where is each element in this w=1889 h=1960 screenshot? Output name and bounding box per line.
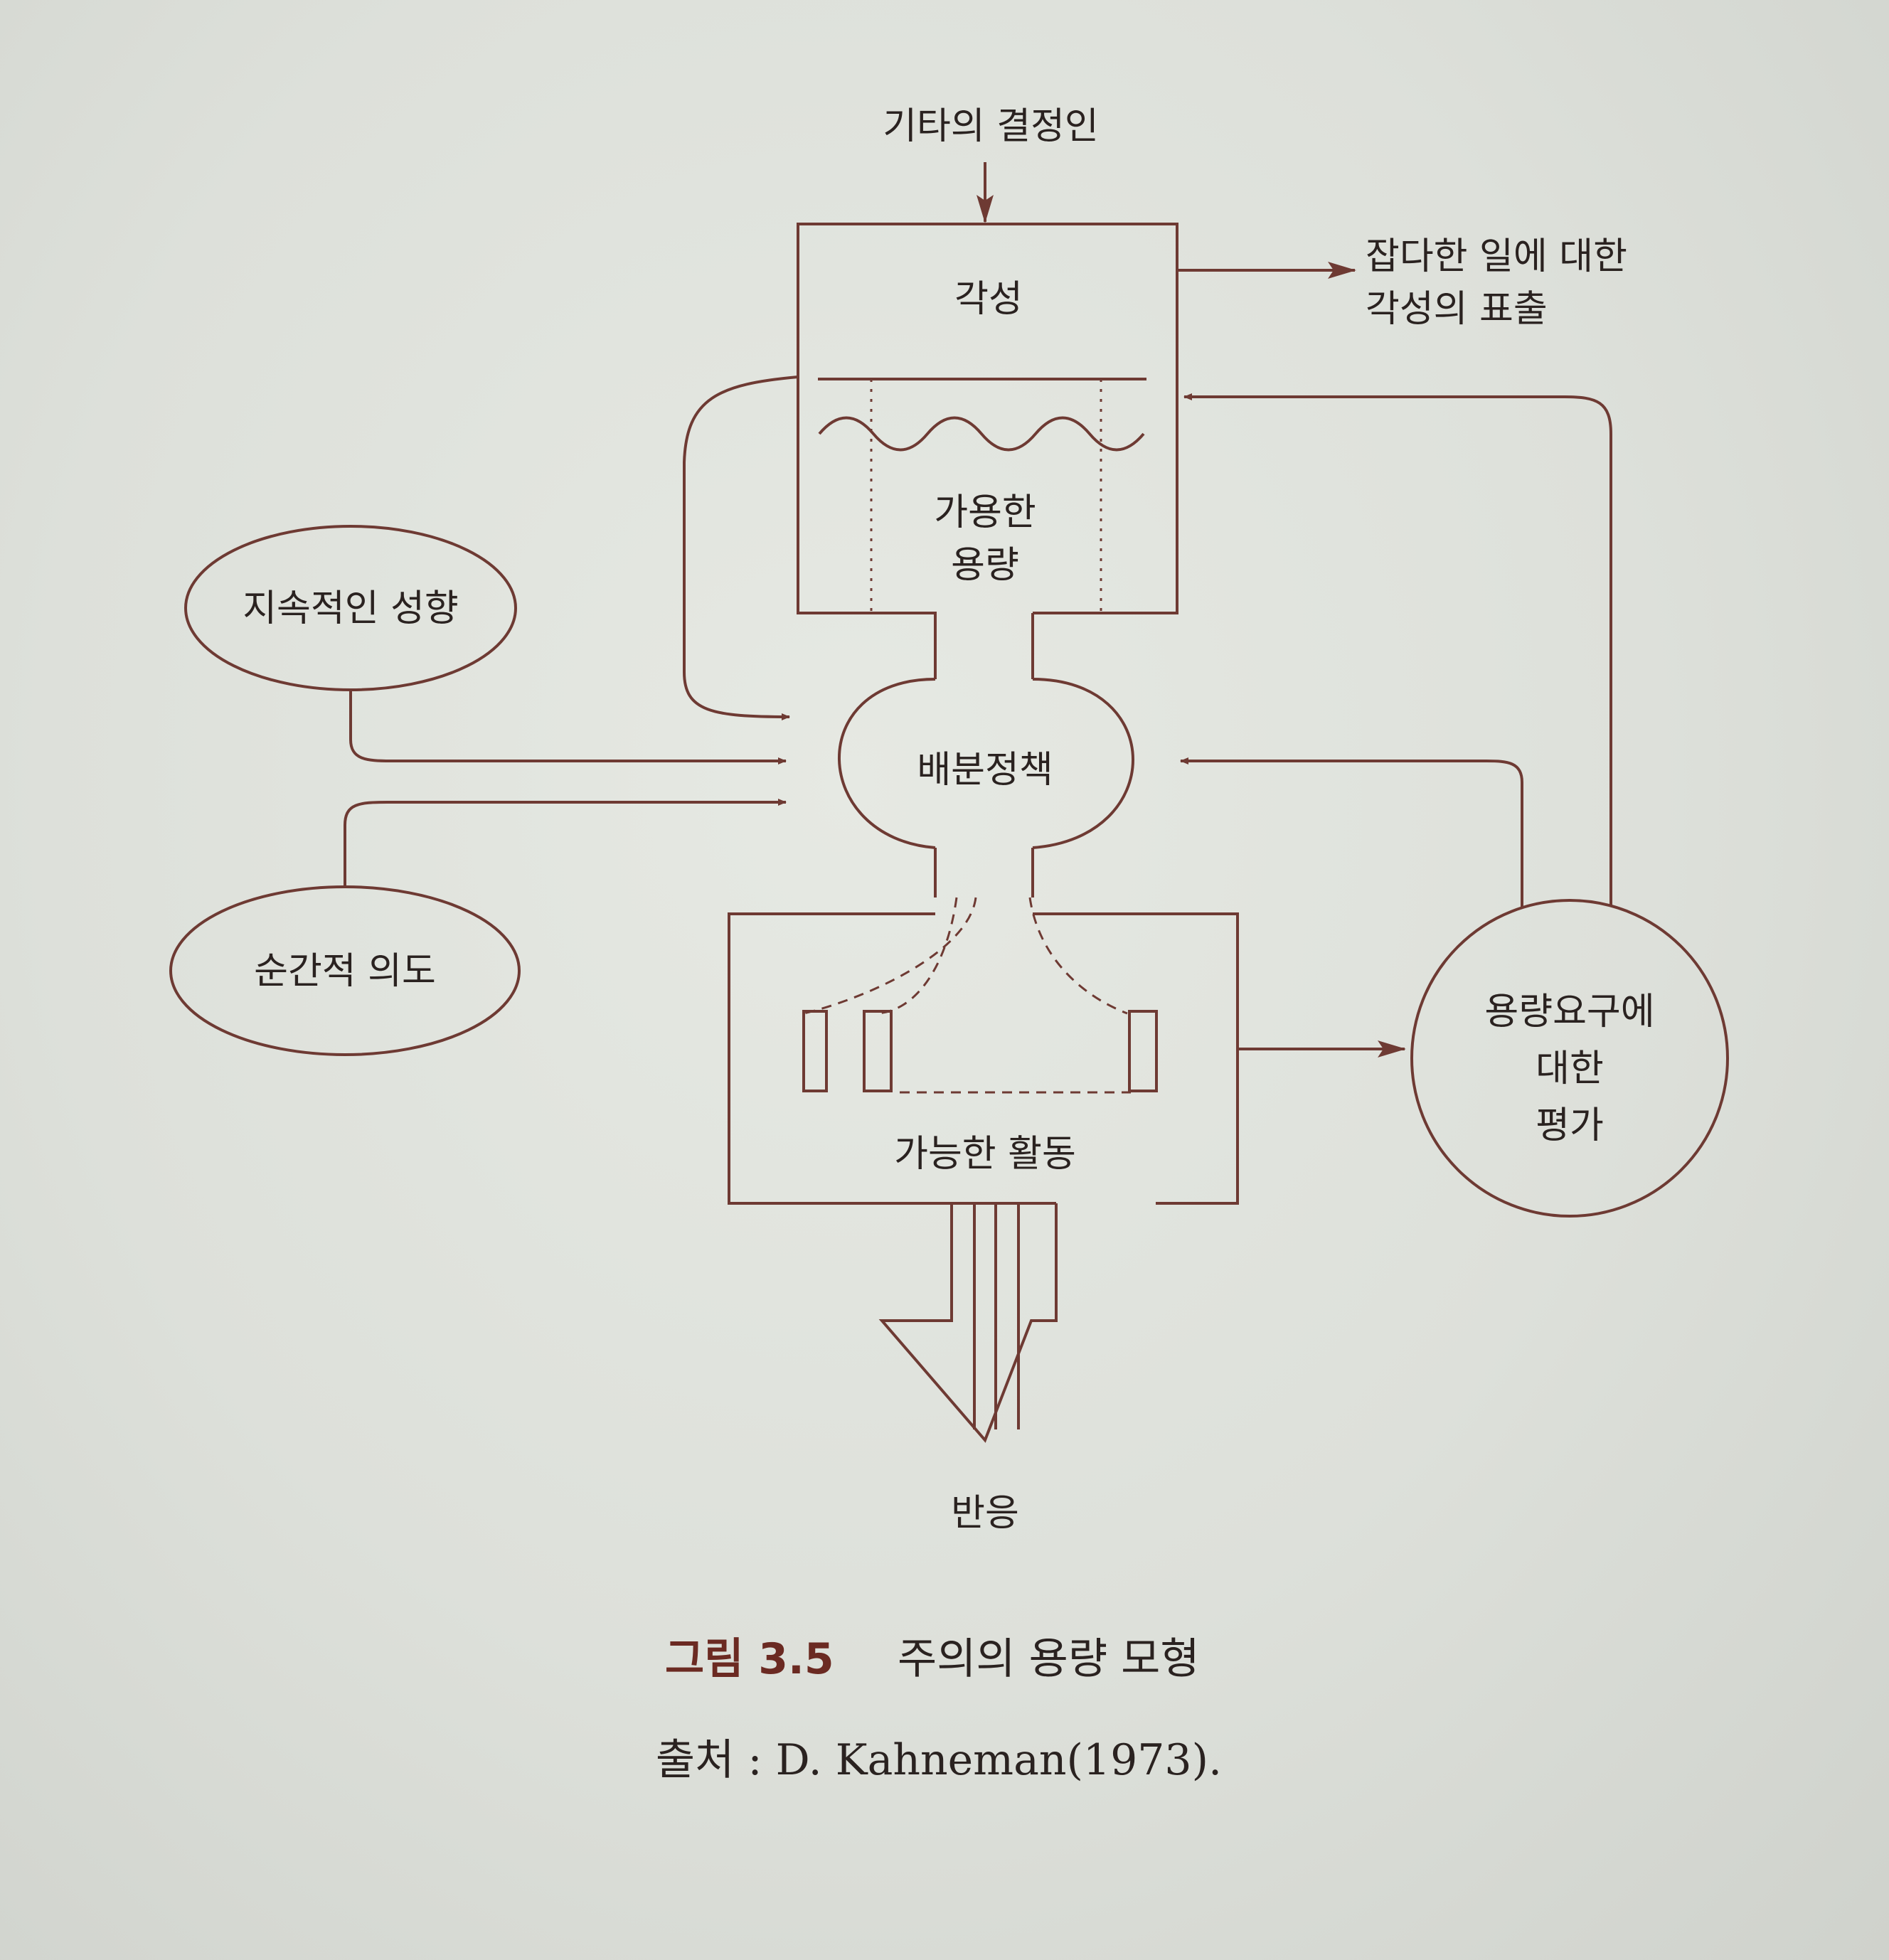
label-evaluation-1: 용량요구에 bbox=[1484, 991, 1654, 1033]
activity-rect-1 bbox=[802, 1010, 828, 1092]
figure-title: 주의의 용량 모형 bbox=[898, 1634, 1200, 1684]
arrow-dispositions-to-allocation bbox=[349, 690, 787, 765]
response-arrow-outline bbox=[878, 1203, 1058, 1443]
possible-activities-box bbox=[728, 912, 1239, 1205]
arrow-intentions-to-allocation bbox=[344, 799, 787, 887]
label-possible-activities: 가능한 활동 bbox=[894, 1133, 1076, 1176]
figure-number: 그림 3.5 bbox=[665, 1634, 834, 1684]
arrow-evaluation-to-allocation bbox=[1180, 757, 1523, 907]
label-momentary-intentions: 순간적 의도 bbox=[254, 950, 436, 993]
label-evaluation-3: 평가 bbox=[1536, 1104, 1604, 1147]
allocation-ellipse-right bbox=[1032, 678, 1134, 849]
label-misc-arousal-1: 잡다한 일에 대한 bbox=[1366, 235, 1627, 278]
arrow-evaluation-to-arousal bbox=[1183, 393, 1612, 907]
activity-rect-3 bbox=[1128, 1010, 1158, 1092]
arousal-capacity-box bbox=[797, 223, 1178, 679]
arrow-arousal-loop-to-allocation bbox=[683, 376, 799, 720]
label-enduring-dispositions: 지속적인 성향 bbox=[243, 587, 459, 630]
label-available-capacity-1: 가용한 bbox=[934, 491, 1036, 534]
evaluation-circle bbox=[1410, 899, 1729, 1218]
label-allocation-policy: 배분정책 bbox=[917, 749, 1053, 792]
label-available-capacity-2: 용량 bbox=[951, 544, 1019, 587]
activity-rect-2 bbox=[863, 1010, 893, 1092]
label-arousal: 각성 bbox=[954, 278, 1023, 321]
channel-dashed-2 bbox=[803, 897, 977, 1015]
label-evaluation-2: 대한 bbox=[1536, 1048, 1604, 1090]
label-responses: 반응 bbox=[951, 1492, 1019, 1535]
channel-dashed-3 bbox=[1028, 897, 1128, 1015]
capacity-wavy-line bbox=[818, 416, 1145, 452]
figure-source: 출처 : D. Kahneman(1973). bbox=[656, 1735, 1222, 1785]
label-other-determinants: 기타의 결정인 bbox=[883, 105, 1099, 148]
label-misc-arousal-2: 각성의 표출 bbox=[1366, 288, 1548, 331]
allocation-ellipse-left bbox=[838, 678, 936, 849]
